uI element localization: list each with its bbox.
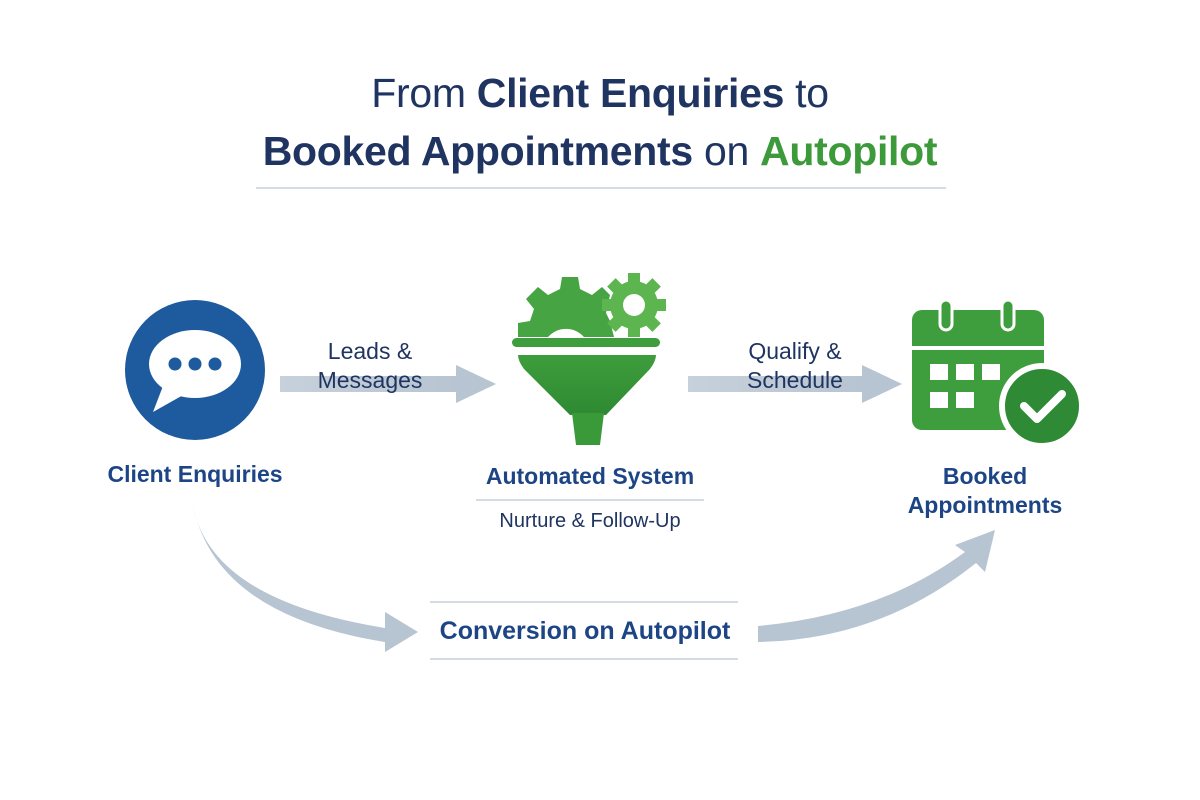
booked-appointments-label: Booked Appointments — [870, 462, 1100, 520]
label-line: Appointments — [907, 492, 1063, 518]
label-line: Booked — [942, 463, 1028, 489]
title-part: Booked Appointments — [262, 128, 693, 174]
title-part: From — [371, 70, 477, 116]
client-enquiries-label: Client Enquiries — [107, 461, 283, 487]
small-gear-icon — [602, 273, 666, 337]
arrow-leads — [280, 365, 496, 403]
conversion-top-rule — [430, 601, 738, 603]
title-part: Autopilot — [760, 128, 938, 174]
qualify-schedule-label: Qualify & Schedule — [715, 337, 875, 395]
nurture-followup-label: Nurture & Follow-Up — [499, 510, 681, 532]
arrow-label-line: Messages — [317, 367, 423, 393]
large-gear-icon — [518, 277, 614, 337]
funnel-gears-icon — [512, 273, 666, 445]
calendar-check-icon — [912, 298, 1085, 449]
automated-system-divider — [476, 499, 704, 501]
title-divider — [256, 187, 946, 189]
automated-system-label: Automated System — [485, 463, 695, 489]
leads-messages-label: Leads & Messages — [290, 337, 450, 395]
arrow-label-line: Schedule — [747, 367, 843, 393]
title-line-2: Booked Appointments on Autopilot — [0, 128, 1200, 175]
conversion-autopilot-label: Conversion on Autopilot — [439, 617, 731, 645]
chat-bubble-icon — [125, 300, 265, 440]
conversion-bottom-rule — [430, 658, 738, 660]
title-part: Client Enquiries — [476, 70, 785, 116]
check-badge-icon — [999, 363, 1085, 449]
arrow-qualify — [688, 365, 902, 403]
arrow-label-line: Qualify & — [748, 338, 842, 364]
title-part: to — [784, 70, 829, 116]
title-part: on — [692, 128, 761, 174]
arrow-label-line: Leads & — [327, 338, 413, 364]
title-line-1: From Client Enquiries to — [0, 70, 1200, 117]
